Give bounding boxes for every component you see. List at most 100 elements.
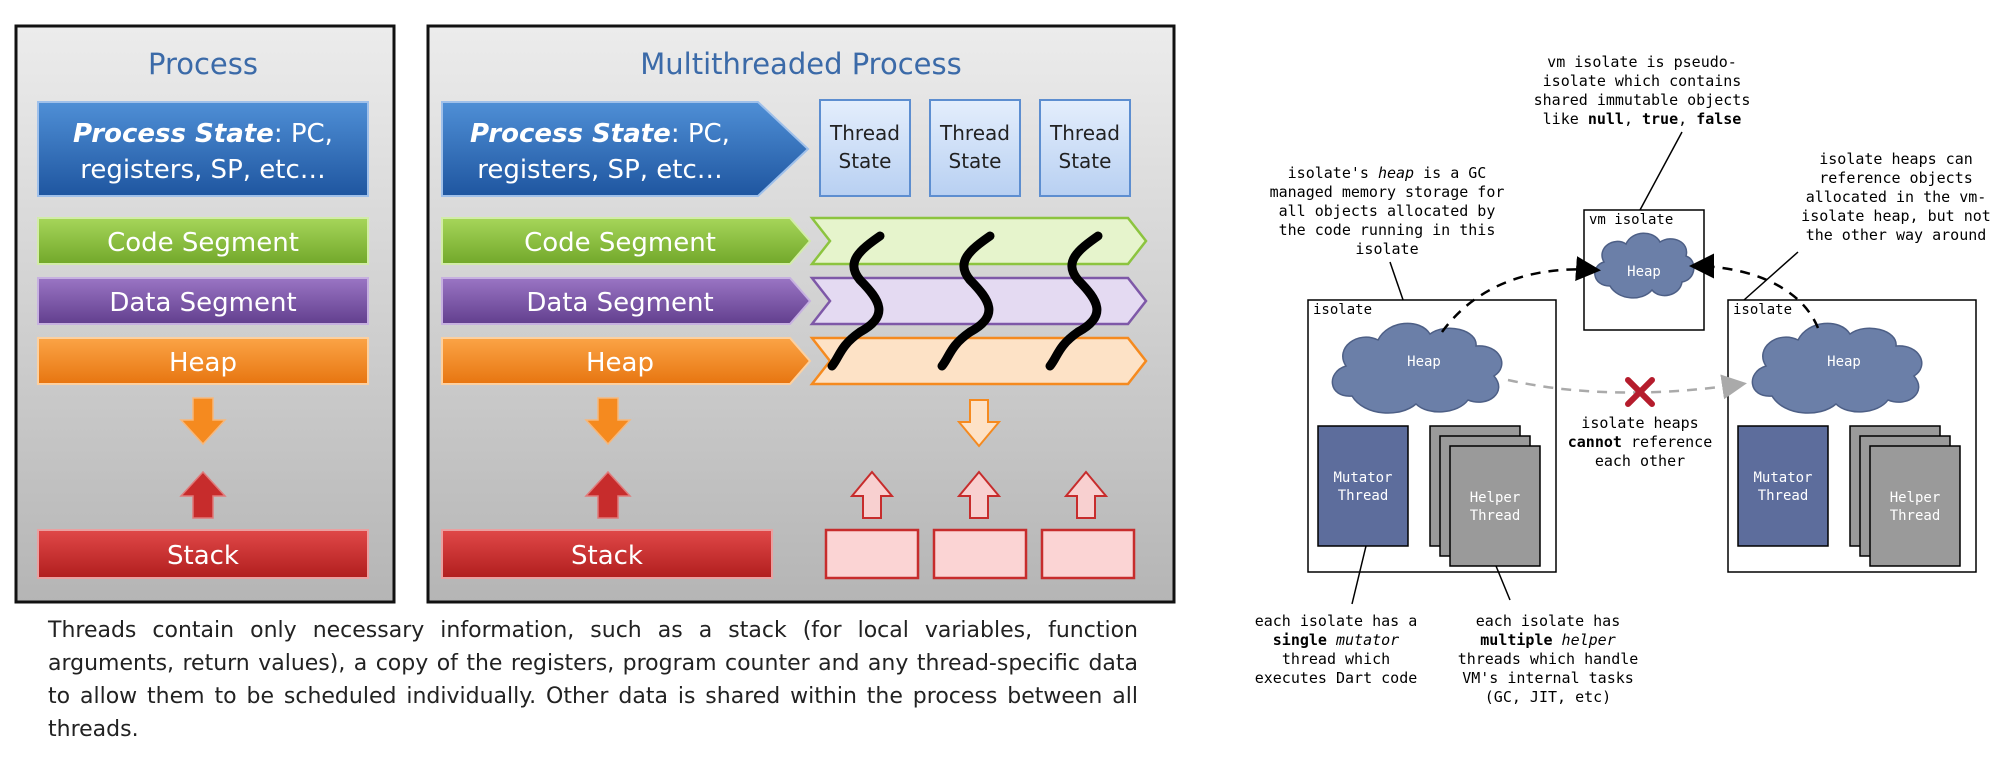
mt-shared-heap-down-arrow — [956, 399, 1002, 448]
svg-text:isolate: isolate — [1355, 240, 1418, 258]
mt-heap-block — [441, 337, 812, 385]
isolate-label-2: isolate — [1733, 302, 1792, 318]
mt-stack-label: Stack — [571, 541, 643, 571]
process-state-line2: registers, SP, etc… — [80, 155, 326, 185]
svg-text:isolate heaps can: isolate heaps can — [1819, 150, 1973, 168]
thread-stack-2 — [932, 528, 1028, 580]
svg-text:Thread: Thread — [829, 121, 900, 145]
data-segment-block — [37, 277, 369, 325]
mt-data-segment-ext — [809, 276, 1148, 326]
svg-text:reference objects: reference objects — [1819, 169, 1973, 187]
svg-text:Heap: Heap — [1827, 354, 1861, 370]
svg-text:all objects allocated by: all objects allocated by — [1279, 202, 1496, 220]
svg-text:the code running in this: the code running in this — [1279, 221, 1496, 239]
mutator-thread-1: Mutator Thread — [1317, 425, 1409, 547]
thread-state-box-3: Thread State — [1039, 99, 1131, 197]
thread-state-box-1: Thread State — [819, 99, 911, 197]
svg-text:State: State — [949, 149, 1002, 173]
svg-text:(GC, JIT, etc): (GC, JIT, etc) — [1485, 688, 1611, 706]
svg-text:Thread: Thread — [1049, 121, 1120, 145]
process-state-line1: Process State: PC, — [73, 119, 333, 149]
svg-text:Thread: Thread — [1470, 508, 1521, 524]
helper-threads-1: Helper Thread — [1429, 425, 1541, 567]
thread-stack-1 — [824, 528, 920, 580]
svg-text:thread which: thread which — [1282, 650, 1390, 668]
cross-icon — [1625, 377, 1655, 407]
svg-text:the other way around: the other way around — [1806, 226, 1987, 244]
thread-squiggles — [827, 231, 1103, 371]
svg-text:isolate's heap is a GC: isolate's heap is a GC — [1288, 164, 1487, 182]
svg-text:multiple helper: multiple helper — [1480, 631, 1615, 649]
thread-stack-3 — [1040, 528, 1136, 580]
thread-stack-up-arrow-1 — [849, 470, 895, 519]
svg-text:Thread: Thread — [939, 121, 1010, 145]
arrow-heap1-to-vm — [1440, 256, 1601, 333]
svg-text:isolate heap, but not: isolate heap, but not — [1801, 207, 1991, 225]
vm-heap-cloud: Heap — [1594, 232, 1695, 299]
process-title: Process — [148, 47, 258, 81]
mutator-thread-2: Mutator Thread — [1737, 425, 1829, 547]
arrow-heap2-to-vm — [1689, 253, 1820, 329]
heap-block — [37, 337, 369, 385]
svg-text:vm isolate is pseudo-: vm isolate is pseudo- — [1547, 53, 1737, 71]
svg-text:each isolate has: each isolate has — [1476, 612, 1621, 630]
mt-heap-label: Heap — [586, 348, 654, 378]
multithreaded-panel: Multithreaded Process Process State: PC,… — [426, 24, 1176, 604]
reference-note: isolate heaps can reference objects allo… — [1801, 150, 1991, 244]
svg-text:managed memory storage for: managed memory storage for — [1270, 183, 1505, 201]
svg-text:Thread: Thread — [1758, 488, 1809, 504]
code-segment-label: Code Segment — [107, 228, 299, 258]
process-panel: Process Process State: PC, registers, SP… — [14, 24, 396, 604]
thread-stack-up-arrow-2 — [956, 470, 1002, 519]
caption-text: Threads contain only necessary informati… — [48, 618, 1138, 742]
mt-process-state-line1: Process State: PC, — [470, 119, 730, 149]
svg-text:executes Dart code: executes Dart code — [1255, 669, 1418, 687]
svg-text:cannot reference: cannot reference — [1568, 433, 1713, 451]
process-state-block — [37, 101, 369, 197]
svg-text:State: State — [839, 149, 892, 173]
mt-stack-block — [441, 529, 773, 579]
svg-text:VM's internal tasks: VM's internal tasks — [1462, 669, 1634, 687]
stack-up-arrow — [179, 470, 227, 519]
svg-text:Thread: Thread — [1890, 508, 1941, 524]
mt-code-segment-block — [441, 217, 812, 265]
mt-process-state-block — [441, 101, 810, 197]
svg-text:Helper: Helper — [1890, 490, 1941, 506]
heap-note: isolate's heap is a GC managed memory st… — [1270, 164, 1505, 258]
svg-text:Mutator: Mutator — [1753, 470, 1812, 486]
mt-heap-ext — [809, 336, 1148, 386]
svg-text:Helper: Helper — [1470, 490, 1521, 506]
helper-threads-2: Helper Thread — [1849, 425, 1961, 567]
svg-text:threads which handle: threads which handle — [1458, 650, 1639, 668]
svg-text:single mutator: single mutator — [1273, 631, 1399, 649]
mt-data-segment-block — [441, 277, 812, 325]
svg-text:each isolate has a: each isolate has a — [1255, 612, 1418, 630]
multiple-helper-note: each isolate has multiple helper threads… — [1458, 612, 1639, 706]
thread-stack-up-arrow-3 — [1063, 470, 1109, 519]
heap-label: Heap — [169, 348, 237, 378]
multithreaded-title: Multithreaded Process — [640, 47, 961, 81]
svg-text:Heap: Heap — [1407, 354, 1441, 370]
svg-text:Heap: Heap — [1627, 264, 1661, 280]
svg-text:allocated in the vm-: allocated in the vm- — [1806, 188, 1987, 206]
stack-label: Stack — [167, 541, 239, 571]
mt-code-segment-label: Code Segment — [524, 228, 716, 258]
code-segment-block — [37, 217, 369, 265]
mt-heap-down-arrow — [584, 397, 632, 446]
mt-stack-up-arrow — [584, 470, 632, 519]
svg-text:each other: each other — [1595, 452, 1685, 470]
svg-text:Thread: Thread — [1338, 488, 1389, 504]
stack-block — [37, 529, 369, 579]
arrow-heap1-to-heap2 — [1507, 374, 1747, 400]
data-segment-label: Data Segment — [109, 288, 296, 318]
isolate-diagram: vm isolate is pseudo- isolate which cont… — [1255, 53, 1991, 706]
svg-text:isolate which contains: isolate which contains — [1543, 72, 1742, 90]
svg-text:isolate heaps: isolate heaps — [1581, 414, 1698, 432]
mt-process-state-line2: registers, SP, etc… — [477, 155, 723, 185]
svg-text:State: State — [1059, 149, 1112, 173]
heap-down-arrow — [179, 397, 227, 446]
mt-data-segment-label: Data Segment — [526, 288, 713, 318]
cannot-reference-note: isolate heaps cannot reference each othe… — [1568, 414, 1713, 470]
vm-isolate-label: vm isolate — [1589, 212, 1673, 228]
